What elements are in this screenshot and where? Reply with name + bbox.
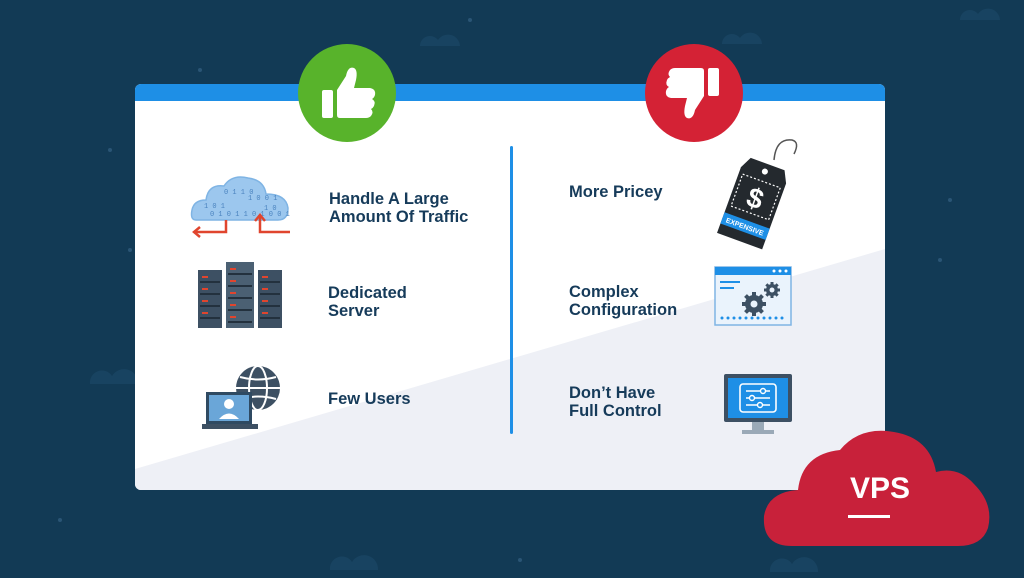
pro-label-few-users: Few Users: [328, 390, 411, 408]
monitor-settings-icon: [724, 374, 792, 434]
svg-text:0 1 0 1 1 0 1 0 0 1: 0 1 0 1 1 0 1 0 0 1: [210, 211, 290, 219]
con-label-control: Don’t Have Full Control: [569, 384, 662, 420]
con-label-config: Complex Configuration: [569, 283, 678, 319]
server-rack-icon: [198, 262, 282, 328]
svg-text:1 0 1: 1 0 1: [204, 203, 225, 211]
svg-text:0 1 1 0: 0 1 1 0: [224, 189, 253, 197]
svg-text:1 0: 1 0: [264, 205, 277, 213]
user-globe-icon: [202, 365, 280, 429]
thumbs-down-icon: [665, 68, 719, 119]
thumbs-up-icon: [322, 67, 376, 118]
svg-text:1 0 0 1: 1 0 0 1: [248, 195, 277, 203]
con-label-pricey: More Pricey: [569, 183, 663, 201]
vps-label: VPS: [849, 472, 911, 505]
pros-badge: [298, 44, 396, 142]
price-tag-icon: $ EXPENSIVE: [717, 139, 798, 250]
cons-badge: [645, 44, 743, 142]
pro-label-traffic: Handle A Large Amount Of Traffic: [329, 190, 469, 226]
gear-config-icon: [714, 266, 792, 326]
vps-underline: [848, 515, 890, 518]
column-divider: [510, 146, 513, 434]
vps-cloud-badge: [763, 430, 990, 546]
cloud-traffic-icon: 1 0 1 0 1 1 01 0 0 1 0 1 0 1 1 0 1 0 0 11…: [190, 176, 290, 238]
pro-label-dedicated: Dedicated Server: [328, 284, 407, 320]
card-top-bar: [135, 84, 885, 101]
